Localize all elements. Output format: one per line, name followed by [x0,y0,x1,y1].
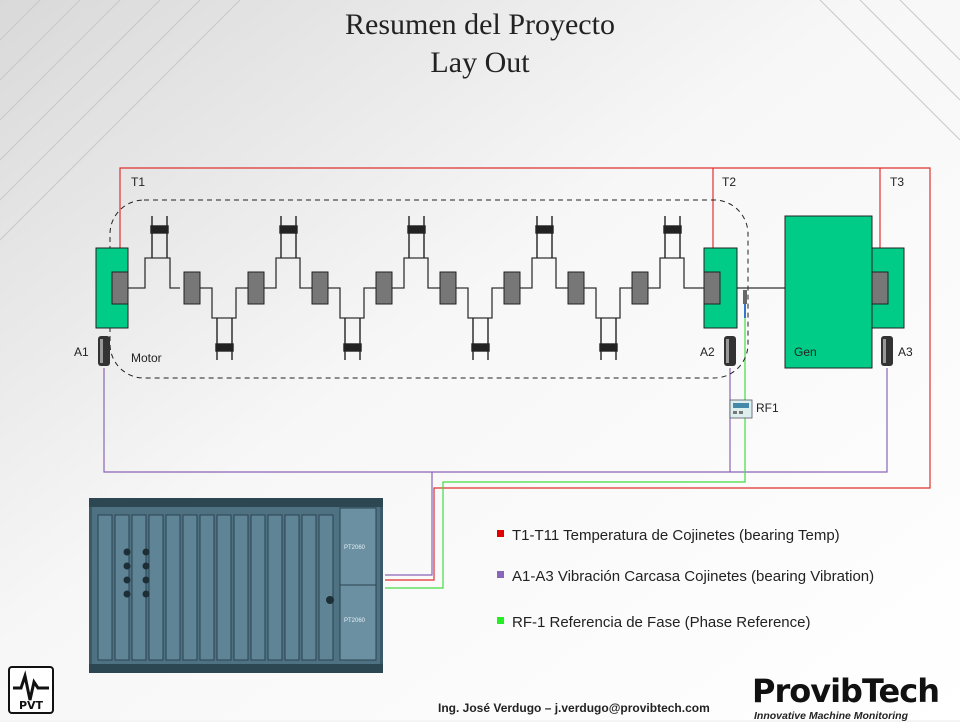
legend-text: RF-1 Referencia de Fase (Phase Reference… [512,614,811,631]
rack-slot-module [284,514,300,661]
rack-module-label: PT2060 [344,618,366,624]
legend-text: T1-T11 Temperatura de Cojinetes (bearing… [512,527,840,544]
bearing-housing-2 [703,247,738,329]
slide-title-line2: Lay Out [430,46,530,79]
provibtech-logo: ProvibTech Innovative Machine Monitoring [752,672,940,722]
bearing-block [247,271,265,305]
piston-top [150,216,169,258]
legend-text: A1-A3 Vibración Carcasa Cojinetes (beari… [512,568,875,585]
motor-boundary [109,199,749,379]
temperature-wiring [119,167,931,581]
accelerometer-icon [724,336,736,366]
rack-slot-module [97,514,113,661]
bearing-block [567,271,585,305]
footer-credit: Ing. José Verdugo – j.verdugo@provibtech… [438,701,710,715]
piston-top [663,216,682,258]
bearing-housing-1 [95,247,129,329]
rack-slot-module [301,514,317,661]
rack-slot-module [199,514,215,661]
label-t1: T1 [131,175,145,189]
bearing-block [503,271,521,305]
bearing-block [311,271,329,305]
legend-item-temperature: T1-T11 Temperatura de Cojinetes (bearing… [497,527,840,544]
label-a2: A2 [700,345,715,359]
rack-slot-module [216,514,232,661]
brand-tagline: Innovative Machine Monitoring [754,710,909,722]
piston-top [407,216,426,258]
main-bearings [183,271,649,305]
rack-slot-module [148,514,164,661]
pvt-logo: PVT [8,666,54,714]
piston-bottom [471,318,490,360]
label-t2: T2 [722,175,736,189]
transmitter-icon [729,399,753,419]
rack-slot-module [233,514,249,661]
label-a3: A3 [898,345,913,359]
rack-slot-module [182,514,198,661]
label-rf1: RF1 [756,401,779,415]
crankshaft [120,257,880,319]
phase-reference-wiring [385,308,746,589]
accelerometer-icon [881,336,893,366]
bearing-block [183,271,201,305]
label-gen: Gen [794,345,817,359]
bearing-block [375,271,393,305]
rack-slot-module [267,514,283,661]
probe-icon [743,290,747,318]
bearing-block [439,271,457,305]
monitoring-rack: PT2060 PT2060 [89,498,383,673]
accelerometer-icon [98,336,110,366]
legend-item-vibration: A1-A3 Vibración Carcasa Cojinetes (beari… [497,568,874,585]
label-t3: T3 [890,175,904,189]
legend-swatch [497,617,504,624]
legend-item-phase-reference: RF-1 Referencia de Fase (Phase Reference… [497,614,810,631]
bearing-housing-3 [871,247,905,329]
label-motor: Motor [131,351,162,365]
piston-bottom [599,318,618,360]
generator-body [784,215,873,369]
slide-title-line1: Resumen del Proyecto [345,8,615,41]
piston-top [279,216,298,258]
legend-swatch [497,530,504,537]
rack-slot-module [250,514,266,661]
brand-name: ProvibTech [752,672,940,710]
pistons [150,216,682,360]
legend-swatch [497,571,504,578]
piston-bottom [343,318,362,360]
bearing-block [631,271,649,305]
rack-slot-module [165,514,181,661]
piston-top [535,216,554,258]
rack-slot-module [318,514,334,661]
rack-module-label: PT2060 [344,545,366,551]
rack-slot-module [114,514,130,661]
vibration-wiring [103,368,888,576]
svg-text:PVT: PVT [19,699,44,712]
label-a1: A1 [74,345,89,359]
rack-slot-module [131,514,147,661]
piston-bottom [215,318,234,360]
